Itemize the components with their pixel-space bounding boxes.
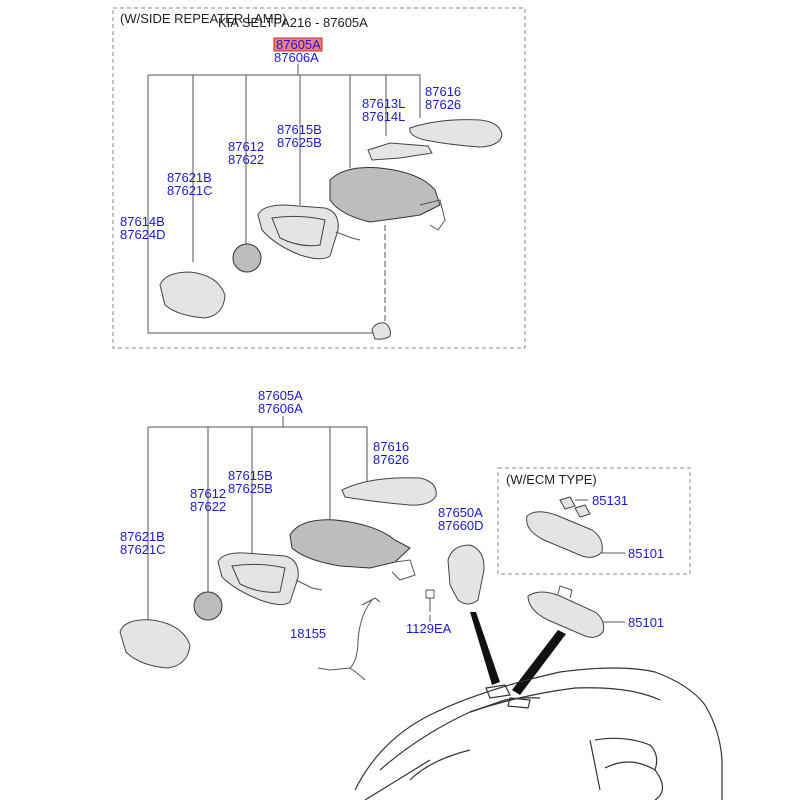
label-85101-ecm[interactable]: 85101	[628, 546, 664, 561]
lower-frame-part	[217, 552, 299, 606]
inside-mirror-part	[527, 591, 605, 638]
upper-housing-bracket	[419, 199, 446, 231]
label-87621c-upper[interactable]: 87621C	[167, 183, 213, 198]
label-87615b-upper[interactable]: 87615B	[277, 122, 322, 137]
ecm-cover-part	[559, 496, 591, 518]
vehicle-outline	[354, 667, 723, 800]
pointer-inside-mirror	[512, 630, 566, 695]
upper-actuator-part	[232, 243, 262, 273]
label-87625b-lower[interactable]: 87625B	[228, 481, 273, 496]
label-87613l[interactable]: 87613L	[362, 96, 405, 111]
label-87605a-lower[interactable]: 87605A	[258, 388, 303, 403]
label-1129ea[interactable]: 1129EA	[406, 621, 452, 636]
ecm-mirror-part	[526, 511, 603, 558]
upper-housing-part	[329, 167, 441, 223]
lower-tree-lines	[147, 416, 368, 622]
label-87612-upper[interactable]: 87612	[228, 139, 264, 154]
label-85131[interactable]: 85131	[592, 493, 628, 508]
label-87614l[interactable]: 87614L	[362, 109, 405, 124]
upper-frame-part	[257, 204, 339, 260]
ecm-group-title: (W/ECM TYPE)	[506, 472, 597, 487]
inside-mirror-mount	[557, 585, 573, 599]
label-18155[interactable]: 18155	[290, 626, 326, 641]
label-87621b-upper[interactable]: 87621B	[167, 170, 212, 185]
pointer-puddle-lamp	[470, 612, 500, 685]
label-87660d[interactable]: 87660D	[438, 518, 484, 533]
upper-repeater-part	[367, 142, 433, 161]
upper-frame-flap	[335, 231, 361, 241]
label-87612-lower[interactable]: 87612	[190, 486, 226, 501]
label-87606a-lower[interactable]: 87606A	[258, 401, 303, 416]
lower-housing-part	[289, 519, 411, 569]
label-85101-lower[interactable]: 85101	[628, 615, 664, 630]
upper-glass-part	[159, 271, 226, 319]
lower-actuator-part	[193, 591, 223, 621]
label-87626-upper[interactable]: 87626	[425, 97, 461, 112]
label-87626-lower[interactable]: 87626	[373, 452, 409, 467]
highlight-box	[273, 37, 323, 52]
label-87621c-lower[interactable]: 87621C	[120, 542, 166, 557]
upper-tree-lines	[147, 64, 421, 334]
lower-bolt-part	[425, 589, 435, 612]
label-87606a-upper[interactable]: 87606A	[274, 50, 319, 65]
label-87616-upper[interactable]: 87616	[425, 84, 461, 99]
lower-glass-part	[119, 619, 191, 669]
label-87625b-upper[interactable]: 87625B	[277, 135, 322, 150]
lower-frame-flap	[295, 579, 323, 591]
label-87616-lower[interactable]: 87616	[373, 439, 409, 454]
label-87615b-lower[interactable]: 87615B	[228, 468, 273, 483]
upper-cover-part	[409, 119, 503, 148]
ecm-group-box	[497, 467, 691, 575]
label-87622-lower[interactable]: 87622	[190, 499, 226, 514]
label-87605a-upper[interactable]: 87605A	[276, 37, 321, 52]
label-87614b[interactable]: 87614B	[120, 214, 165, 229]
lower-wiring-part	[317, 597, 381, 681]
label-87650a[interactable]: 87650A	[438, 505, 483, 520]
lower-cover-part	[341, 477, 437, 506]
upper-lens-part	[371, 322, 391, 340]
label-87622-upper[interactable]: 87622	[228, 152, 264, 167]
upper-group-title: (W/SIDE REPEATER LAMP)	[120, 11, 287, 26]
lower-housing-bracket	[391, 559, 416, 581]
upper-group-box	[112, 7, 526, 349]
label-87621b-lower[interactable]: 87621B	[120, 529, 165, 544]
lower-puddle-lamp-part	[447, 544, 485, 605]
upper-group-caption: KIA SELTPA216 - 87605A	[218, 15, 368, 30]
label-87624d[interactable]: 87624D	[120, 227, 166, 242]
